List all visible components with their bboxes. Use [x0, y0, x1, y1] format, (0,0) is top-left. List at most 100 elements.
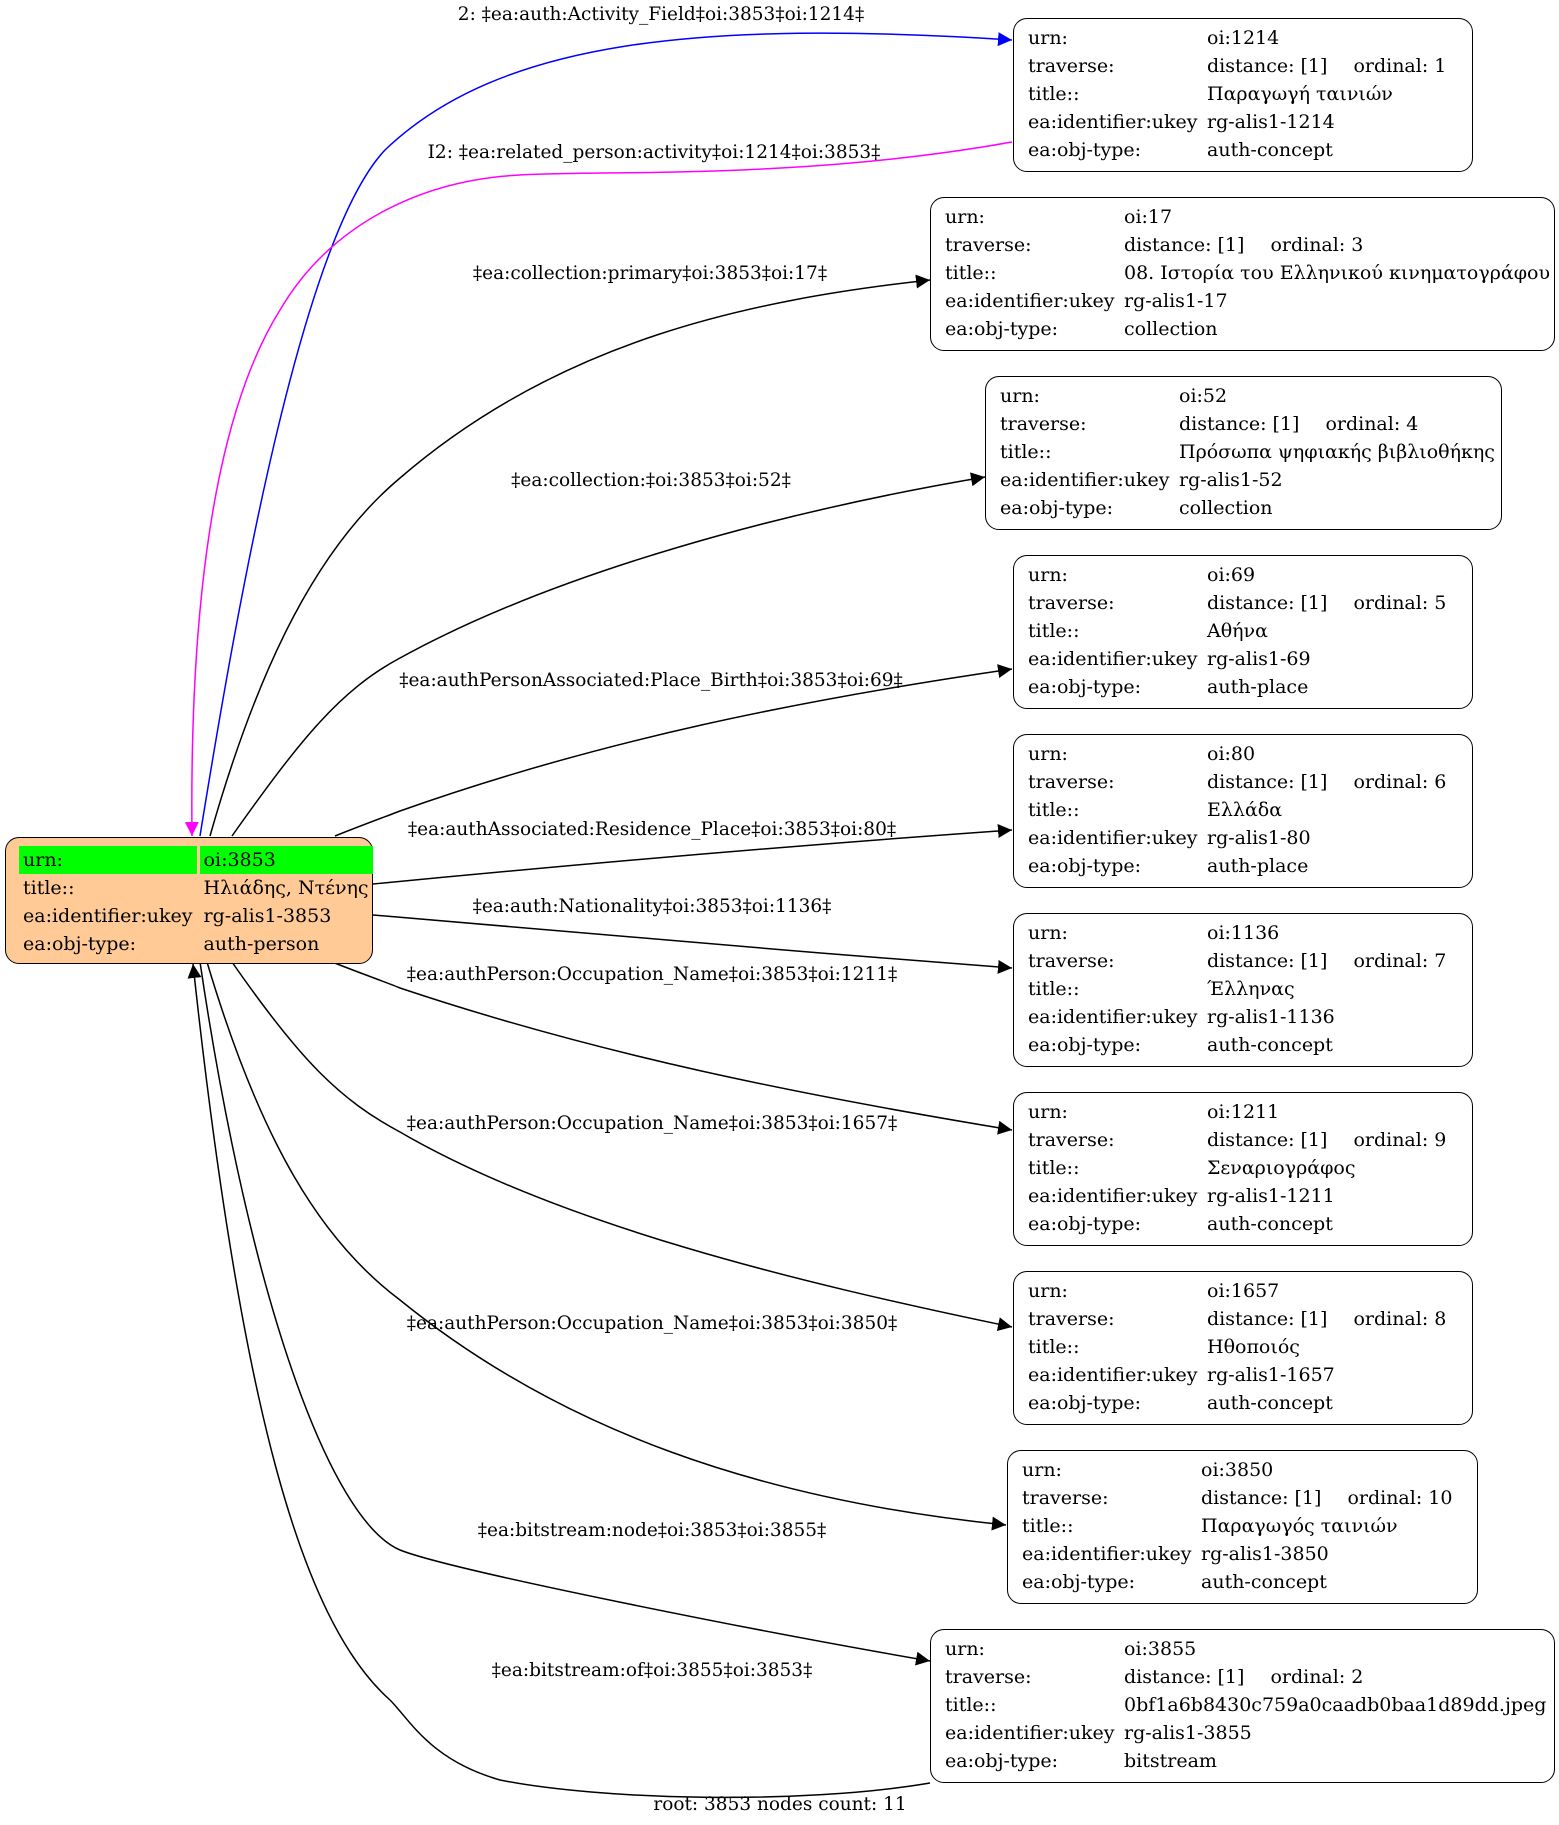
root-node[interactable]: urn: oi:3853 title:: Ηλιάδης, Ντένης ea:… [5, 837, 373, 964]
node-ordinal: ordinal: 3 [1270, 234, 1364, 256]
node-oi-3855[interactable]: urn:oi:3855 traverse:distance: [1]ordina… [930, 1629, 1555, 1783]
node-traverse: distance: [1]ordinal: 5 [1203, 589, 1450, 617]
row-key: ea:identifier:ukey [1028, 648, 1198, 670]
node-ordinal: ordinal: 4 [1325, 413, 1419, 435]
node-urn: oi:3855 [1124, 1638, 1197, 1660]
row-key: ea:identifier:ukey [1022, 1543, 1192, 1565]
node-title: Σεναριογράφος [1207, 1157, 1356, 1179]
edge-occupation-1657 [231, 961, 1013, 1332]
node-oi-52[interactable]: urn:oi:52 traverse:distance: [1]ordinal:… [985, 376, 1502, 530]
row-key: ea:identifier:ukey [1028, 111, 1198, 133]
edge-label: ‡ea:authPerson:Occupation_Name‡oi:3853‡o… [406, 964, 898, 985]
node-obj-type: auth-concept [1207, 1034, 1333, 1056]
node-title: Παραγωγός ταινιών [1201, 1515, 1398, 1537]
row-value: oi:3853 [196, 846, 373, 874]
row-key: traverse: [1028, 1308, 1115, 1330]
edge-label: ‡ea:collection:‡oi:3853‡oi:52‡ [511, 470, 791, 491]
row-key: urn: [1028, 922, 1068, 944]
row-key: title:: [945, 262, 997, 284]
node-obj-type: auth-concept [1201, 1571, 1327, 1593]
row-key: title:: [945, 1694, 997, 1716]
row-key: urn: [1028, 1101, 1068, 1123]
node-oi-69[interactable]: urn: oi:69 traverse: distance: [1]ordinal:… [1013, 555, 1473, 709]
edge-bitstream-node [199, 961, 931, 1666]
row-key: ea:identifier:ukey [945, 290, 1115, 312]
row-key: ea:identifier:ukey [1000, 469, 1170, 491]
node-title: Ηθοποιός [1207, 1336, 1300, 1358]
node-ordinal: ordinal: 9 [1353, 1129, 1447, 1151]
row-key: ea:obj-type: [23, 933, 137, 955]
node-ordinal: ordinal: 7 [1353, 950, 1447, 972]
row-key: title:: [1028, 620, 1080, 642]
row-key: traverse: [1028, 771, 1115, 793]
node-traverse: distance: [1]ordinal: 1 [1203, 52, 1450, 80]
node-urn: oi:1657 [1207, 1280, 1280, 1302]
row-key: ea:identifier:ukey [23, 905, 193, 927]
node-oi-1214[interactable]: urn:oi:1214 traverse:distance: [1]ordina… [1013, 18, 1473, 172]
node-distance: distance: [1] [1124, 1666, 1245, 1688]
row-key: title:: [23, 877, 75, 899]
row-key: ea:identifier:ukey [945, 1722, 1115, 1744]
node-ukey: rg-alis1-17 [1124, 290, 1228, 312]
edge-activity-field [199, 32, 1013, 837]
node-obj-type: auth-concept [1207, 139, 1333, 161]
row-key: title:: [1028, 1157, 1080, 1179]
node-oi-3850[interactable]: urn:oi:3850 traverse:distance: [1]ordina… [1007, 1450, 1478, 1604]
node-title: Έλληνας [1207, 978, 1295, 1000]
row-key: ea:identifier:ukey [1028, 1364, 1198, 1386]
node-obj-type: auth-place [1207, 855, 1309, 877]
node-distance: distance: [1] [1207, 950, 1328, 972]
node-traverse: distance: [1] ordinal: 3 [1120, 231, 1554, 259]
row-key: urn: [1028, 564, 1068, 586]
node-urn: oi:1211 [1207, 1101, 1280, 1123]
row-key: urn: [945, 1638, 985, 1660]
row-key: ea:obj-type: [1028, 1392, 1142, 1414]
node-urn: oi:52 [1179, 385, 1228, 407]
node-distance: distance: [1] [1124, 234, 1245, 256]
row-value: Ηλιάδης, Ντένης [203, 877, 369, 899]
node-oi-1657[interactable]: urn: oi:1657 traverse: distance: [1]ordina… [1013, 1271, 1473, 1425]
node-oi-1211[interactable]: urn:oi:1211 traverse:distance: [1]ordina… [1013, 1092, 1473, 1246]
node-title: Ελλάδα [1207, 799, 1283, 821]
node-traverse: distance: [1]ordinal: 4 [1175, 410, 1499, 438]
edge-label: ‡ea:collection:primary‡oi:3853‡oi:17‡ [472, 263, 828, 284]
node-ukey: rg-alis1-52 [1179, 469, 1283, 491]
node-traverse: distance: [1]ordinal: 9 [1203, 1126, 1450, 1154]
node-traverse: distance: [1]ordinal: 8 [1203, 1305, 1450, 1333]
node-urn: oi:17 [1124, 206, 1173, 228]
node-ordinal: ordinal: 6 [1353, 771, 1447, 793]
row-key: urn: [1028, 743, 1068, 765]
root-row-urn: urn: oi:3853 [19, 846, 373, 874]
edge-label: ‡ea:authPerson:Occupation_Name‡oi:3853‡o… [406, 1113, 898, 1134]
row-value: rg-alis1-3853 [203, 905, 332, 927]
row-key: ea:obj-type: [1022, 1571, 1136, 1593]
node-distance: distance: [1] [1201, 1487, 1322, 1509]
edge-collection-primary [209, 274, 931, 837]
edge-label: 2: ‡ea:auth:Activity_Field‡oi:3853‡oi:12… [457, 4, 865, 25]
node-ukey: rg-alis1-1657 [1207, 1364, 1335, 1386]
edge-nationality [372, 914, 1013, 974]
edge-collection [231, 472, 986, 837]
node-oi-17[interactable]: urn:oi:17 traverse:distance: [1]ordinal:… [930, 197, 1555, 351]
node-oi-1136[interactable]: urn:oi:1136 traverse:distance: [1]ordina… [1013, 913, 1473, 1067]
edge-label: ‡ea:bitstream:node‡oi:3853‡oi:3855‡ [477, 1520, 827, 1541]
node-title: Πρόσωπα ψηφιακής βιβλιοθήκης [1179, 441, 1495, 463]
row-key: urn: [1000, 385, 1040, 407]
row-key: ea:identifier:ukey [1028, 1006, 1198, 1028]
edge-occupation-3850 [206, 961, 1007, 1531]
node-urn: oi:69 [1207, 564, 1256, 586]
row-key: title:: [1028, 799, 1080, 821]
node-oi-80[interactable]: urn:oi:80 traverse:distance: [1]ordinal:… [1013, 734, 1473, 888]
row-key: urn: [1028, 1280, 1068, 1302]
edge-label: ‡ea:authPersonAssociated:Place_Birth‡oi:… [399, 670, 903, 691]
edge-place-birth [334, 664, 1013, 837]
node-ordinal: ordinal: 2 [1270, 1666, 1364, 1688]
node-ukey: rg-alis1-1211 [1207, 1185, 1335, 1207]
row-key: traverse: [1028, 592, 1115, 614]
node-title: Παραγωγή ταινιών [1207, 83, 1393, 105]
node-ukey: rg-alis1-1136 [1207, 1006, 1335, 1028]
graph-caption: root: 3853 nodes count: 11 [653, 1794, 907, 1815]
node-obj-type: collection [1179, 497, 1273, 519]
row-key: urn: [1028, 27, 1068, 49]
row-key: title:: [1028, 1336, 1080, 1358]
